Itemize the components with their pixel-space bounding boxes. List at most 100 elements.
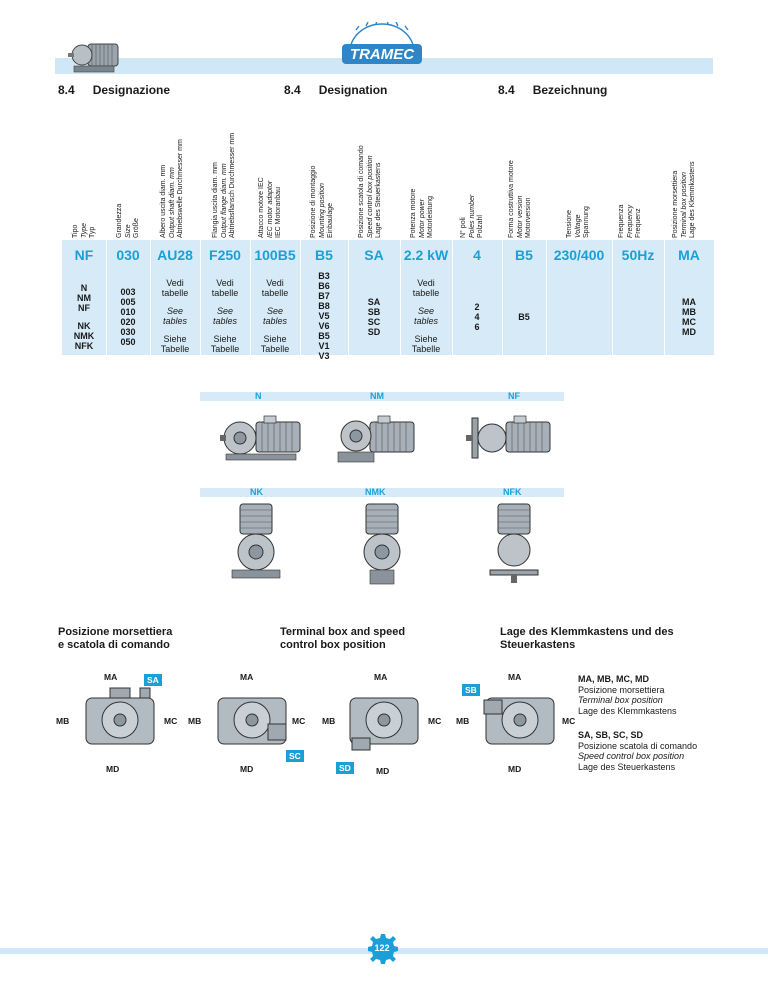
pos-label-mc: MC: [164, 716, 178, 726]
position-diagram-3: [344, 684, 424, 759]
code-shaft: AU28: [157, 247, 193, 263]
pos-label-sa: SA: [144, 674, 162, 686]
motor-n-icon: [218, 408, 314, 473]
pos-label-sd: SD: [336, 762, 354, 774]
col-divider: [664, 240, 665, 355]
pos-label-sc: SC: [286, 750, 304, 762]
col-bg-control: [348, 240, 400, 355]
variant-band-2: [200, 488, 564, 497]
col-bg-power: [400, 240, 452, 355]
col-divider: [106, 240, 107, 355]
col-divider: [300, 240, 301, 355]
col-bg-shaft: [150, 240, 200, 355]
motor-nk-icon: [226, 500, 286, 595]
pos-label-mb: MB: [456, 716, 470, 726]
col-bg-type: [62, 240, 106, 355]
col-divider: [200, 240, 201, 355]
col-divider: [250, 240, 251, 355]
code-type: NF: [74, 247, 94, 263]
variant-label-n: N: [255, 391, 262, 401]
col-divider: [452, 240, 453, 355]
code-poles: 4: [473, 247, 481, 263]
col-bg-poles: [452, 240, 502, 355]
pos-label-mc: MC: [428, 716, 442, 726]
motor-thumbnail-icon: [66, 36, 128, 78]
col-bg-frequency: [612, 240, 664, 355]
pos-label-md: MD: [376, 766, 390, 776]
pos-label-mc: MC: [562, 716, 576, 726]
pos-label-md: MD: [508, 764, 522, 774]
col-divider: [612, 240, 613, 355]
variant-label-nfk: NFK: [503, 487, 522, 497]
code-control-box: SA: [364, 247, 384, 263]
variant-label-nk: NK: [250, 487, 263, 497]
code-flange: F250: [209, 247, 241, 263]
variant-label-nmk: NMK: [365, 487, 386, 497]
motor-nfk-icon: [484, 500, 544, 595]
code-motor-version: B5: [515, 247, 533, 263]
position-diagram-4: [480, 684, 560, 759]
tramec-logo: TRAMEC: [336, 19, 428, 72]
pos-label-mb: MB: [188, 716, 202, 726]
col-bg-terminal: [664, 240, 714, 355]
pos-label-mc: MC: [292, 716, 306, 726]
position-diagram-1: [80, 684, 160, 759]
pos-label-md: MD: [106, 764, 120, 774]
col-divider: [546, 240, 547, 355]
code-frequency: 50Hz: [621, 247, 655, 263]
legend-terminal: MA, MB, MC, MD Posizione morsettiera Ter…: [578, 674, 677, 716]
col-divider: [400, 240, 401, 355]
col-divider: [348, 240, 349, 355]
variant-label-nm: NM: [370, 391, 384, 401]
pos-label-mb: MB: [56, 716, 70, 726]
variant-band-1: [200, 392, 564, 401]
position-diagram-2: [212, 684, 292, 759]
variant-label-nf: NF: [508, 391, 520, 401]
code-power: 2.2 kW: [403, 247, 449, 263]
header-band: [55, 58, 713, 74]
pos-label-md: MD: [240, 764, 254, 774]
pos-label-ma: MA: [104, 672, 118, 682]
code-terminal-box: MA: [678, 247, 700, 263]
code-iec: 100B5: [254, 247, 296, 263]
motor-nmk-icon: [352, 500, 412, 595]
pos-label-ma: MA: [374, 672, 388, 682]
pos-label-ma: MA: [240, 672, 254, 682]
col-bg-voltage: [546, 240, 612, 355]
code-size: 030: [116, 247, 140, 263]
legend-control: SA, SB, SC, SD Posizione scatola di coma…: [578, 730, 698, 772]
brand-name: TRAMEC: [350, 46, 415, 63]
col-bg-motor-version: [502, 240, 546, 355]
page-number-gear-icon: [368, 934, 398, 964]
code-mounting: B5: [315, 247, 333, 263]
code-voltage: 230/400: [553, 247, 605, 263]
